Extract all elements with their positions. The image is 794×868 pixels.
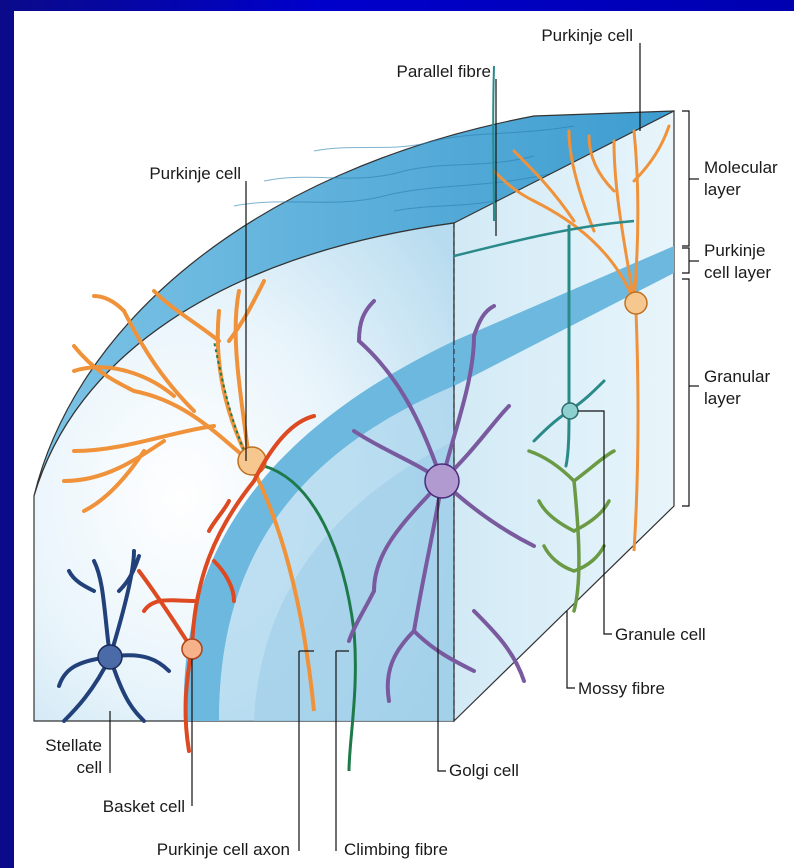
label-stellate-cell-1: Stellate bbox=[45, 736, 102, 755]
label-stellate-cell-2: cell bbox=[76, 758, 102, 777]
label-granular-layer-1: Granular bbox=[704, 367, 770, 386]
label-purkinje-cell-top: Purkinje cell bbox=[541, 26, 633, 45]
label-purkinje-cell-left: Purkinje cell bbox=[149, 164, 241, 183]
label-molecular-layer-2: layer bbox=[704, 180, 741, 199]
diagram-panel: Purkinje cell Parallel fibre Purkinje ce… bbox=[14, 11, 794, 868]
label-basket-cell: Basket cell bbox=[103, 797, 185, 816]
label-granular-layer-2: layer bbox=[704, 389, 741, 408]
label-purkinje-layer-2: cell layer bbox=[704, 263, 771, 282]
golgi-cell-soma bbox=[425, 464, 459, 498]
label-purkinje-layer-1: Purkinje bbox=[704, 241, 765, 260]
label-golgi-cell: Golgi cell bbox=[449, 761, 519, 780]
label-molecular-layer-1: Molecular bbox=[704, 158, 778, 177]
label-granule-cell: Granule cell bbox=[615, 625, 706, 644]
purkinje-cell-left-soma bbox=[238, 447, 266, 475]
label-climbing-fibre: Climbing fibre bbox=[344, 840, 448, 859]
cerebellum-diagram: Purkinje cell Parallel fibre Purkinje ce… bbox=[14, 11, 794, 868]
label-parallel-fibre: Parallel fibre bbox=[397, 62, 492, 81]
label-mossy-fibre: Mossy fibre bbox=[578, 679, 665, 698]
label-purkinje-cell-axon: Purkinje cell axon bbox=[157, 840, 290, 859]
